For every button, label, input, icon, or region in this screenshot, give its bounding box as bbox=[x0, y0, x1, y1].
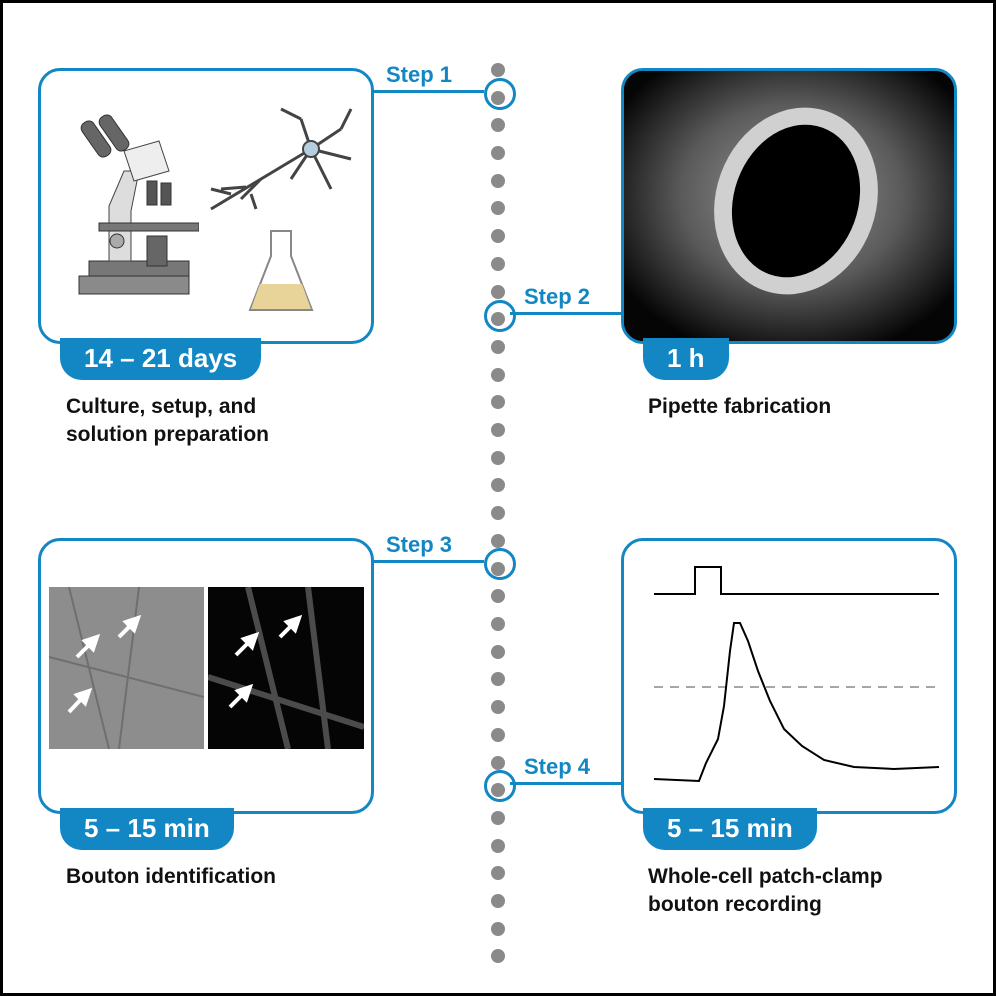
step4-marker bbox=[484, 770, 516, 802]
timeline-dot bbox=[491, 146, 505, 160]
timeline-dot bbox=[491, 949, 505, 963]
timeline-dot bbox=[491, 839, 505, 853]
step1-panel bbox=[38, 68, 374, 344]
step4-caption: Whole-cell patch-clamp bouton recording bbox=[648, 865, 883, 916]
timeline-dot bbox=[491, 866, 505, 880]
timeline-dot bbox=[491, 423, 505, 437]
timeline-dot bbox=[491, 922, 505, 936]
step1-connector bbox=[374, 90, 484, 93]
timeline-dot bbox=[491, 478, 505, 492]
step2-duration-tag: 1 h bbox=[643, 338, 729, 380]
timeline-dot bbox=[491, 756, 505, 770]
recording-trace bbox=[653, 566, 940, 783]
step1-duration-tag: 14 – 21 days bbox=[60, 338, 262, 380]
step2-label: Step 2 bbox=[524, 284, 591, 309]
step3-marker bbox=[484, 548, 516, 580]
step3-panel bbox=[38, 538, 374, 814]
flask-icon bbox=[248, 230, 314, 311]
timeline-dot bbox=[491, 395, 505, 409]
dic-image-with-arrows bbox=[49, 587, 204, 749]
timeline-dot bbox=[491, 645, 505, 659]
timeline-dot bbox=[491, 201, 505, 215]
timeline-dot bbox=[491, 728, 505, 742]
step3-label: Step 3 bbox=[386, 532, 453, 557]
step4-panel bbox=[621, 538, 957, 814]
step1-caption: Culture, setup, and solution preparation bbox=[66, 395, 270, 446]
timeline-dot bbox=[491, 811, 505, 825]
timeline-dot bbox=[491, 617, 505, 631]
pipette-tip-micrograph bbox=[624, 71, 954, 341]
step3-duration-tag: 5 – 15 min bbox=[60, 808, 234, 850]
timeline-dot bbox=[491, 506, 505, 520]
timeline-dot bbox=[491, 894, 505, 908]
timeline-dot bbox=[491, 229, 505, 243]
timeline-dot bbox=[491, 451, 505, 465]
microscope-icon bbox=[78, 114, 199, 295]
step4-duration-tag: 5 – 15 min bbox=[643, 808, 817, 850]
timeline-dot bbox=[491, 700, 505, 714]
neuron-icon bbox=[210, 107, 353, 211]
step4-connector bbox=[510, 782, 622, 785]
timeline-dot bbox=[491, 534, 505, 548]
step4-label: Step 4 bbox=[524, 754, 591, 779]
step3-connector bbox=[374, 560, 484, 563]
timeline-dot bbox=[491, 368, 505, 382]
step3-caption: Bouton identification bbox=[66, 865, 276, 888]
step2-caption: Pipette fabrication bbox=[648, 395, 832, 418]
step1-label: Step 1 bbox=[386, 62, 453, 87]
timeline-dot bbox=[491, 672, 505, 686]
step2-panel bbox=[621, 68, 957, 344]
timeline-dot bbox=[491, 257, 505, 271]
timeline-dot bbox=[491, 340, 505, 354]
timeline-dot bbox=[491, 118, 505, 132]
step2-connector bbox=[510, 312, 622, 315]
timeline-dot bbox=[491, 174, 505, 188]
step2-marker bbox=[484, 300, 516, 332]
timeline-dot bbox=[491, 63, 505, 77]
timeline-dot bbox=[491, 285, 505, 299]
timeline-dot bbox=[491, 589, 505, 603]
fluorescence-image-with-arrows bbox=[208, 587, 364, 749]
step1-marker bbox=[484, 78, 516, 110]
